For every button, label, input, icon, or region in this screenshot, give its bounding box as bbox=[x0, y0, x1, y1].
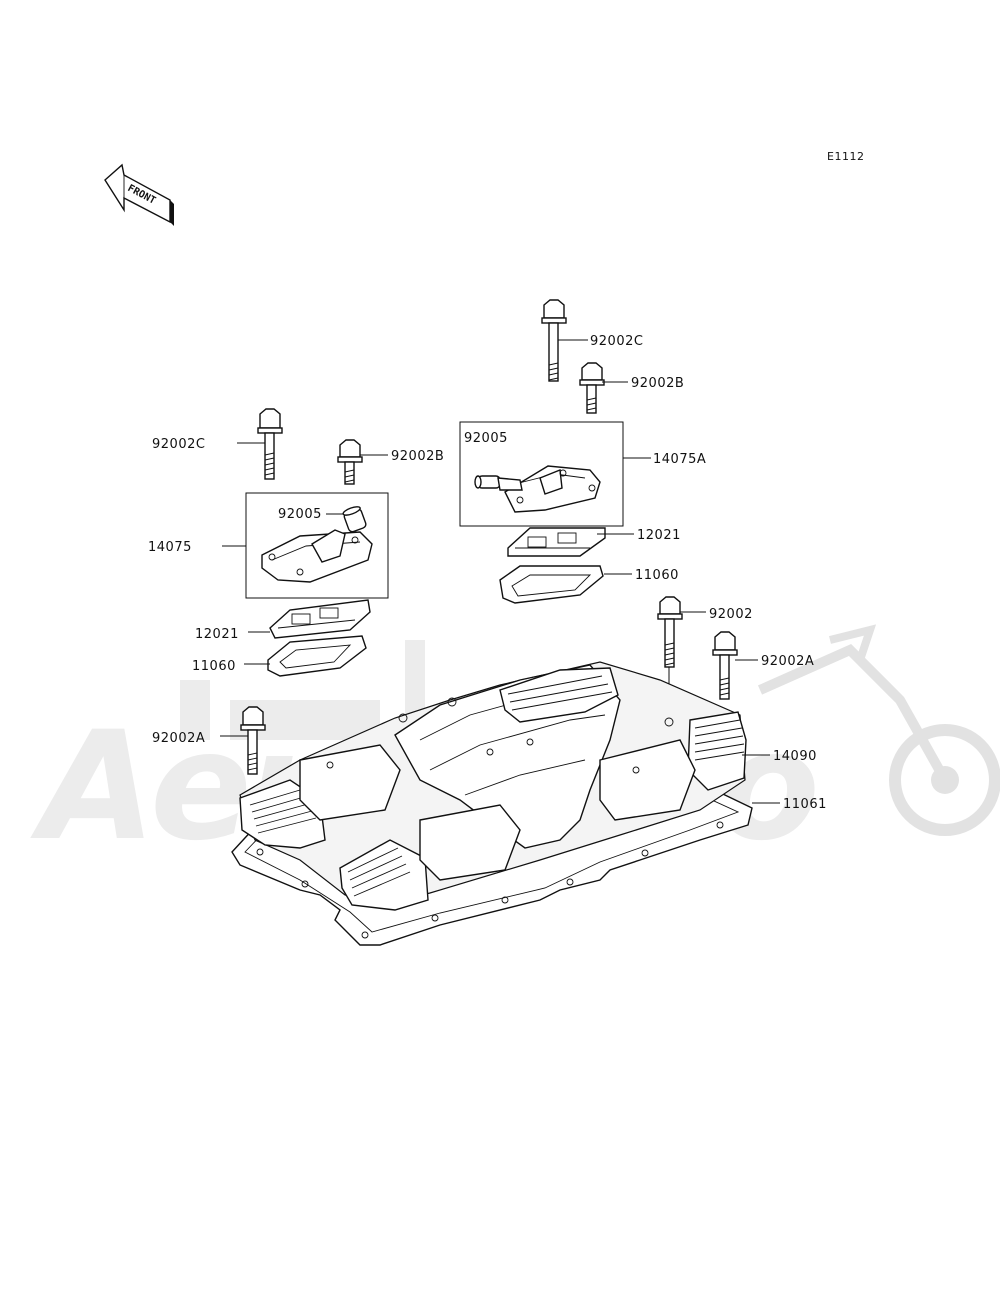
breather-cover-right bbox=[474, 465, 601, 513]
bolt-92002 bbox=[657, 596, 683, 668]
label-92002: 92002 bbox=[709, 607, 753, 622]
gasket-11060-right bbox=[499, 565, 604, 604]
label-92002a-right: 92002A bbox=[761, 654, 814, 669]
bolt-92002b-right bbox=[579, 362, 605, 414]
label-92002b-left: 92002B bbox=[391, 449, 444, 464]
front-arrow-icon: FRONT bbox=[104, 163, 174, 226]
label-92005-right: 92005 bbox=[464, 431, 508, 446]
label-12021-right: 12021 bbox=[637, 528, 681, 543]
bolt-92002a-left bbox=[240, 706, 266, 775]
bolt-92002c-right bbox=[541, 299, 567, 382]
label-12021-left: 12021 bbox=[195, 627, 239, 642]
bolt-92002b-left bbox=[337, 439, 363, 485]
bolt-92002c-left bbox=[257, 408, 283, 480]
label-92002b-right: 92002B bbox=[631, 376, 684, 391]
label-92002c-left: 92002C bbox=[152, 437, 205, 452]
bolt-92002a-right bbox=[712, 631, 738, 700]
label-92002a-left: 92002A bbox=[152, 731, 205, 746]
label-92005-left: 92005 bbox=[278, 507, 322, 522]
box-14075a bbox=[459, 421, 624, 527]
label-14090: 14090 bbox=[773, 749, 817, 764]
plate-12021-left bbox=[269, 599, 371, 639]
cylinder-head-cover-14090 bbox=[231, 661, 753, 946]
breather-cover-left bbox=[261, 506, 373, 583]
gasket-11060-left bbox=[267, 635, 367, 677]
plate-12021-right bbox=[507, 527, 606, 557]
label-14075a: 14075A bbox=[653, 452, 706, 467]
label-11060-left: 11060 bbox=[192, 659, 236, 674]
watermark-motorcycle-icon bbox=[757, 624, 1000, 836]
label-11061: 11061 bbox=[783, 797, 827, 812]
label-92002c-right: 92002C bbox=[590, 334, 643, 349]
box-14075 bbox=[245, 492, 389, 599]
label-11060-right: 11060 bbox=[635, 568, 679, 583]
label-14075: 14075 bbox=[148, 540, 192, 555]
diagram-code: E1112 bbox=[827, 150, 864, 163]
